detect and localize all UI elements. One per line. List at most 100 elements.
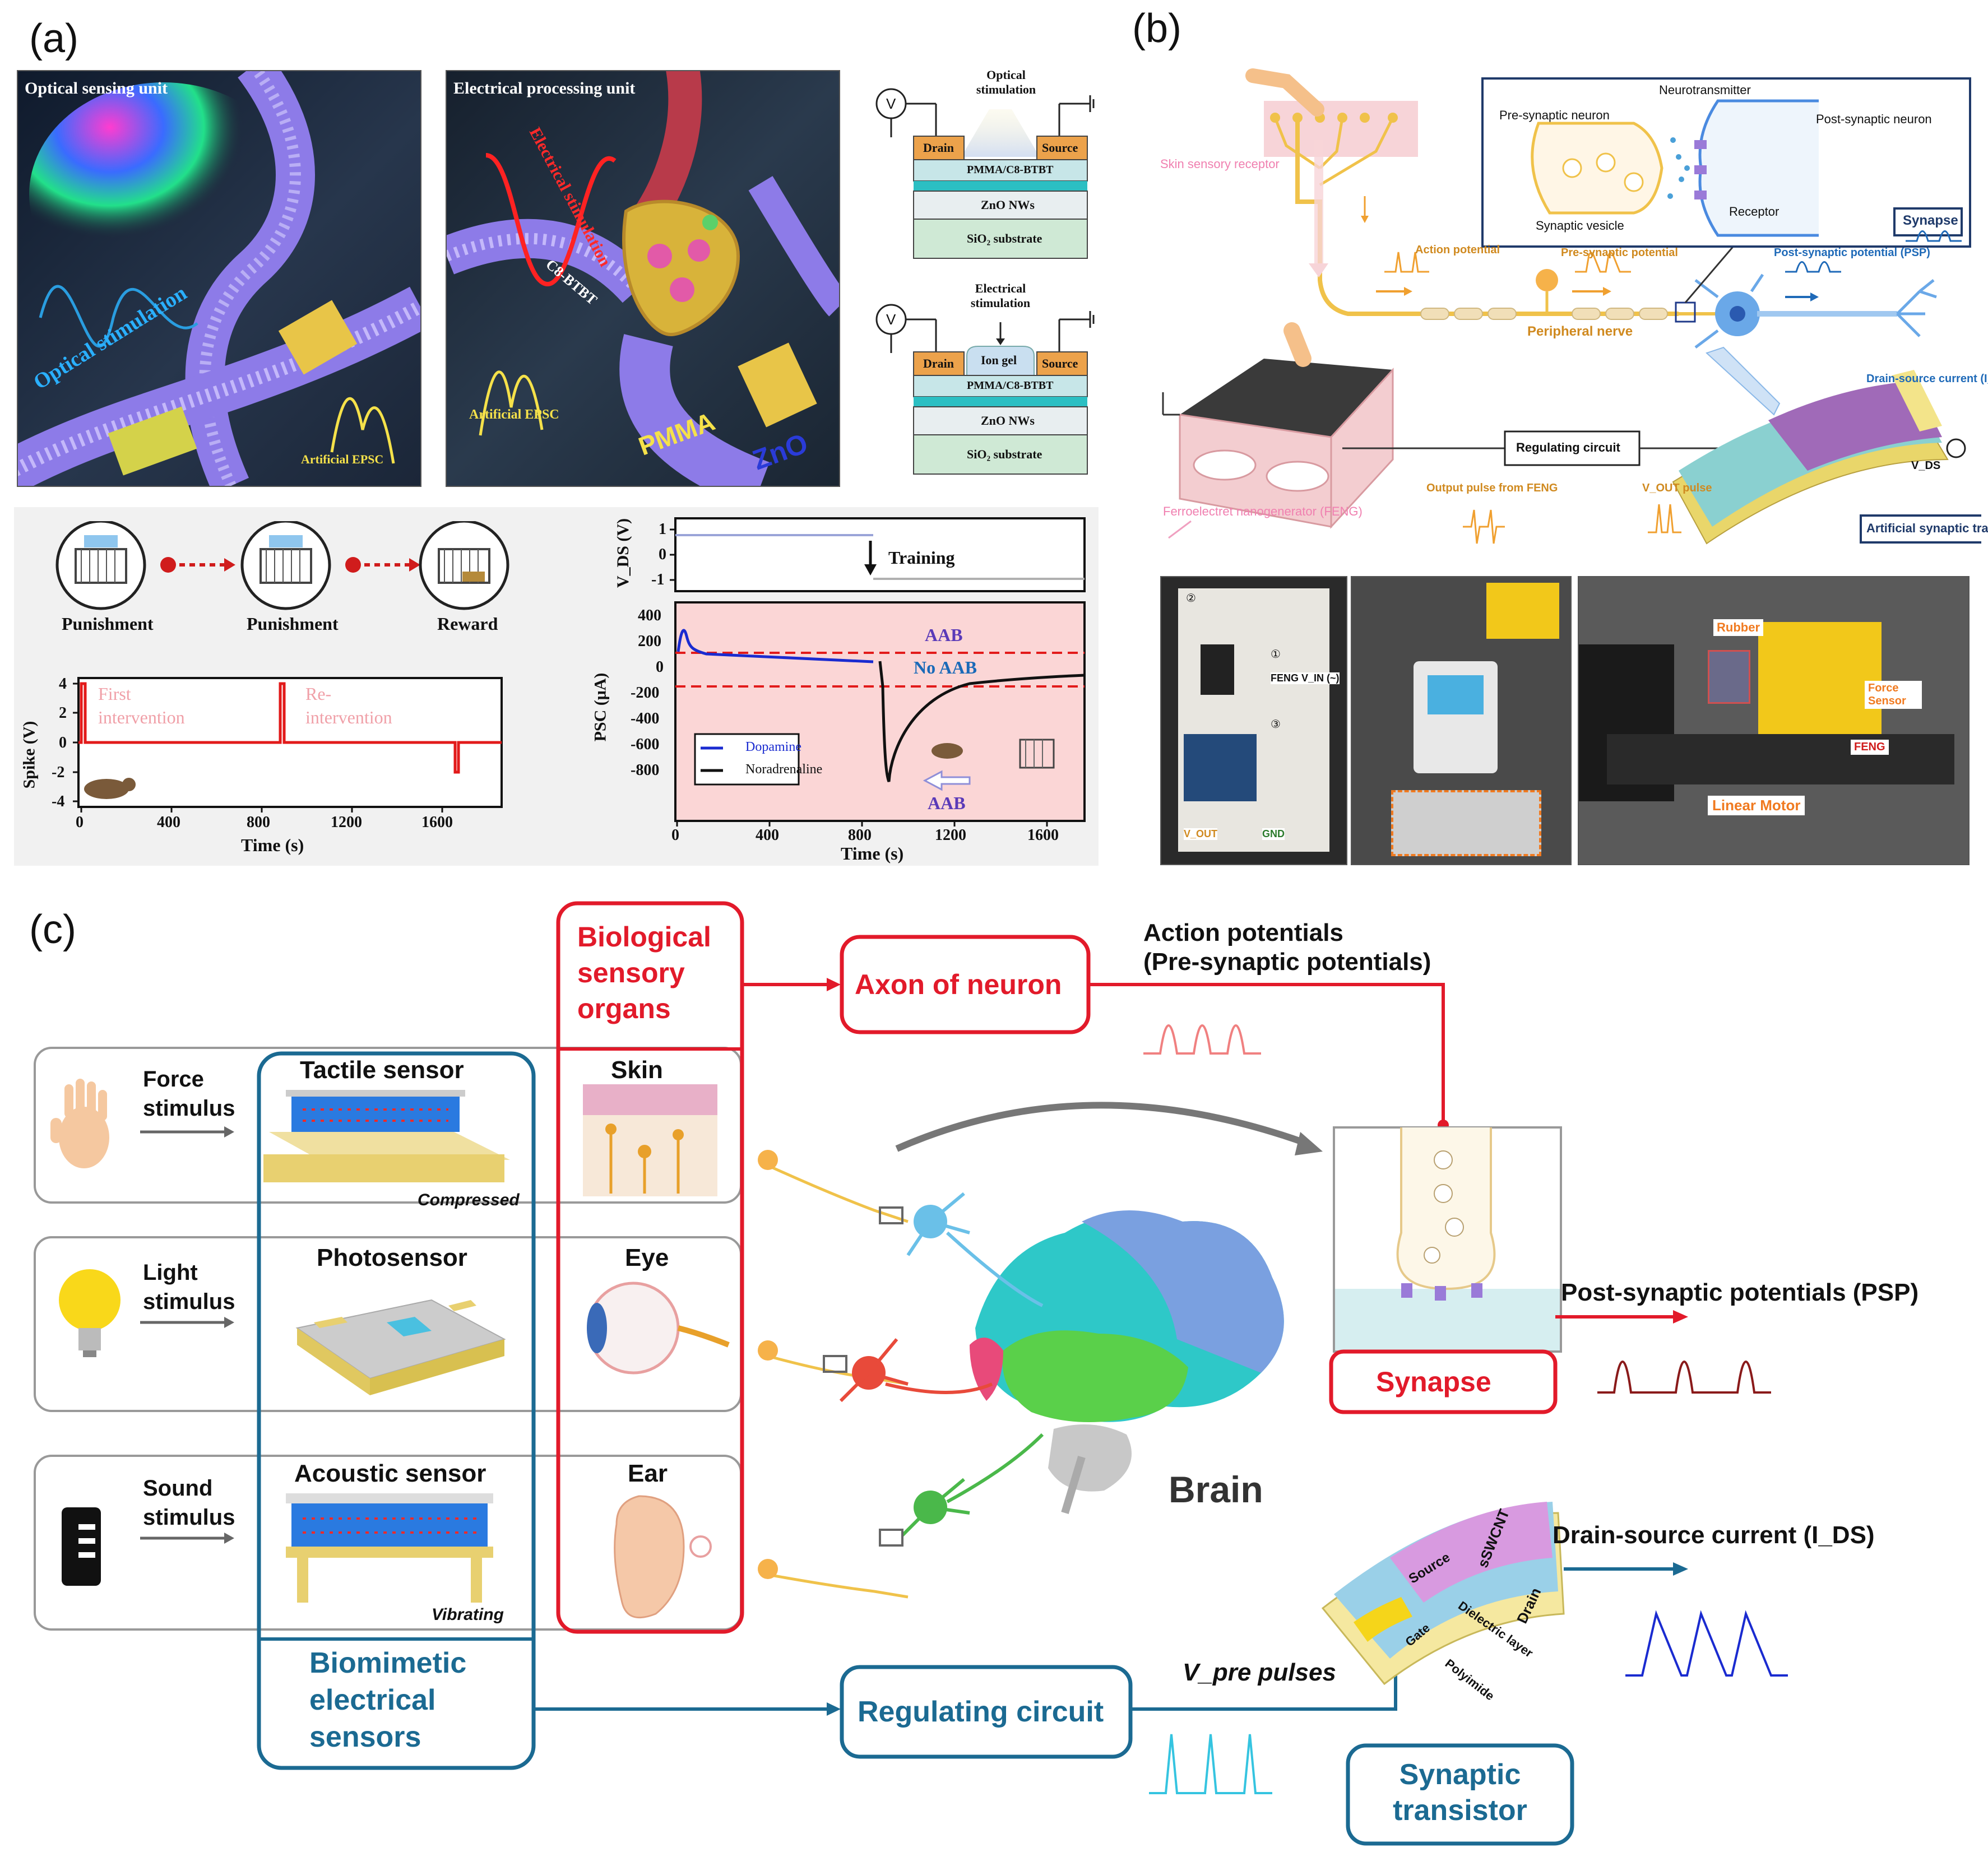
synapse-label: Synapse [1376,1366,1491,1398]
feng-label: Ferroelectret nanogenerator (FENG) [1163,504,1363,518]
ear-neuron-icon [879,1433,1044,1547]
psp-label-c: Post-synaptic potentials (PSP) [1561,1279,1919,1306]
marker-2: ② [1186,592,1196,605]
psc-xlabel: Time (s) [841,843,904,863]
spike-xtick-1: 0 [76,814,84,831]
vesicle-label: Synaptic vesicle [1536,219,1624,233]
force-stimulus-label: Force stimulus [143,1065,235,1123]
psc-xtick-4: 1200 [935,827,966,844]
panel-label-b: (b) [1132,6,1181,51]
syn-transistor-line2: transistor [1393,1794,1527,1827]
training-flow: Punishment Punishment Reward [50,521,510,639]
device-schematic-optical: V Optical stimulation Drain Source PMMA/… [872,64,1096,266]
device-schematic-electrical: V Electrical stimulation Drain Ion gel S… [872,280,1096,479]
linear-motor-photo: Rubber Force Sensor FENG Linear Motor [1578,576,1970,865]
force-stim-line2: stimulus [143,1096,235,1121]
gnd-label: GND [1262,828,1285,840]
synapse-box-label: Synapse [1903,213,1958,228]
dev1-top: Optical stimulation [976,68,1036,96]
legend-noradrenaline: Noradrenaline [745,762,823,777]
psc-ytick-5: -400 [631,710,660,727]
dev1-source: Source [1042,141,1078,155]
vpre-label: V_pre pulses [1183,1659,1336,1686]
ap-label-1: Action potentials [1143,919,1343,946]
vibrating-label: Vibrating [432,1605,504,1624]
artificial-epsc-label-2: Artificial EPSC [469,407,559,422]
spike-ytick-4: -2 [52,764,65,781]
dev2-gel: Ion gel [981,353,1017,367]
bio-organs-line1: Biological [577,921,711,953]
hand-icon [50,1079,109,1168]
skin-organ-image [583,1084,717,1196]
panel-b-schematic: Skin sensory receptor Neurotransmitter P… [1157,56,1988,566]
arrow-icon-1 [160,557,235,573]
panel-label-c: (c) [29,907,76,952]
electrical-unit-label: Electrical processing unit [453,79,636,98]
ids-label-c: Drain-source current (I_DS) [1553,1521,1875,1549]
force-sensor-label: Force Sensor [1865,681,1922,709]
bes-line1: Biomimetic [309,1647,467,1679]
syn-transistor-title: Synaptic transistor [1368,1757,1553,1828]
light-stimulus-label: Light stimulus [143,1258,235,1316]
flow-label-1: Punishment [62,614,154,634]
photosensor-image [295,1299,506,1395]
lightbulb-icon [59,1269,121,1357]
bes-line2: electrical [309,1684,436,1716]
bio-organs-title: Biological sensory organs [577,919,711,1027]
dev1-drain: Drain [923,141,954,155]
spike-ann2-line2: intervention [305,707,392,727]
ear-label: Ear [628,1460,668,1487]
optical-sensing-render: Optical sensing unit Optical stimulation… [17,70,421,487]
neurotransmitter-label: Neurotransmitter [1659,83,1751,97]
light-stim-line2: stimulus [143,1289,235,1314]
ap-label-2: (Pre-synaptic potentials) [1143,948,1431,976]
pre-potential-label: Pre-synaptic potential [1561,247,1678,259]
tactile-sensor-image [263,1090,510,1182]
spike-xtick-5: 1600 [421,814,453,831]
flow-label-3: Reward [437,614,498,634]
legend-dopamine: Dopamine [745,740,801,754]
psc-xtick-2: 400 [756,827,779,844]
brain-label: Brain [1169,1469,1263,1510]
spike-xlabel: Time (s) [241,835,304,855]
output-pulse-label: Output pulse from FENG [1426,482,1558,494]
eye-neuron-icon [823,1338,993,1403]
regulating-label: Regulating circuit [1516,440,1620,454]
dev2-source: Source [1042,356,1078,370]
psp-label: Post-synaptic potential (PSP) [1774,247,1930,259]
spike-ytick-2: 2 [59,704,67,722]
psc-ytick-3: 0 [656,658,664,676]
vds-ytick-3: -1 [651,571,665,588]
acoustic-sensor-image [286,1493,493,1603]
psc-ytick-2: 200 [638,633,661,650]
aab-label-2: AAB [928,793,966,813]
action-potential-label: Action potential [1415,244,1500,256]
feng-vin-label: FENG V_IN (~) [1271,672,1340,684]
dev2-top: Electrical stimulation [970,281,1031,310]
vds-ytick-1: 1 [659,521,666,538]
reward-cage-icon [419,521,509,610]
ids-psc-label: Drain-source current (I_DS), PSC [1866,373,1988,385]
feng-photo-label: FENG [1851,740,1889,755]
regulating-circuit-label: Regulating circuit [858,1696,1104,1728]
dev1-layer1: PMMA/C8-BTBT [967,164,1054,176]
dev2-drain: Drain [923,356,954,370]
vds-label-b: V_DS [1911,459,1941,472]
tactile-sensor-label: Tactile sensor [300,1056,464,1084]
sound-stim-line1: Sound [143,1476,213,1501]
dev2-layer1: PMMA/C8-BTBT [967,379,1054,392]
instrument-photo [1351,576,1572,865]
vout-photo-label: V_OUT [1184,828,1218,840]
compressed-label: Compressed [418,1191,520,1209]
sound-stimulus-label: Sound stimulus [143,1474,235,1532]
light-stim-line1: Light [143,1260,198,1285]
vds-ytick-2: 0 [659,546,666,563]
cage-icon-1 [55,521,146,610]
receptor-label: Receptor [1729,205,1780,219]
spike-ytick-3: 0 [59,734,67,751]
bio-organs-line2: sensory [577,957,685,988]
vout-pulse-label: V_OUT pulse [1642,482,1712,494]
psc-ytick-1: 400 [638,607,661,624]
no-aab-label: No AAB [914,657,977,677]
